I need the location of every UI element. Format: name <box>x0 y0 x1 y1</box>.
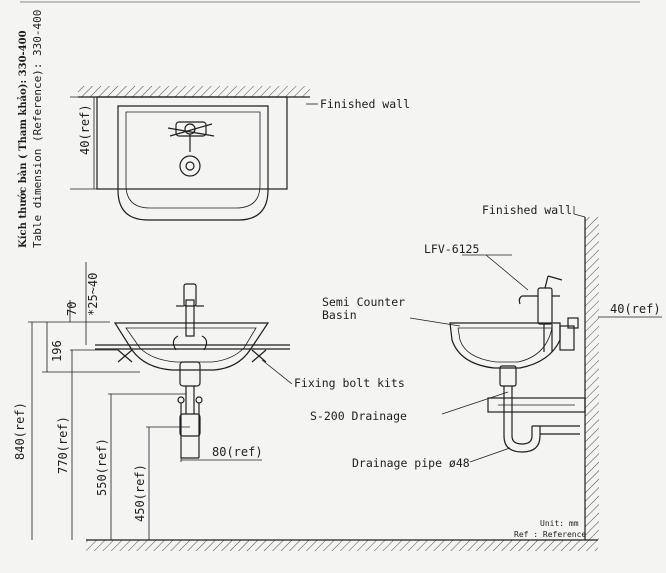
unit-note: Unit: mm <box>540 519 579 528</box>
side-basin <box>449 322 561 369</box>
side-dim-40: 40(ref) <box>610 302 661 316</box>
side-wall-hatch <box>585 217 599 540</box>
drainage-pipe-label: Drainage pipe ø48 <box>352 456 470 470</box>
top-finished-wall-label: Finished wall <box>320 97 410 111</box>
dim-196: 196 <box>50 340 64 362</box>
dim-80: 80(ref) <box>212 445 263 459</box>
side-finished-wall-label: Finished wall <box>482 203 572 217</box>
drainage-label: S-200 Drainage <box>310 409 407 423</box>
dim-840: 840(ref) <box>13 402 27 460</box>
faucet-model-label: LFV-6125 <box>424 242 479 256</box>
top-dim-40: 40(ref) <box>78 104 92 155</box>
side-view: Finished wall LFV-6125 <box>310 203 662 540</box>
top-wall-hatch <box>78 86 310 97</box>
top-faucet <box>167 121 215 177</box>
front-view: 840(ref) 770(ref) 550(ref) 450(ref) 196 … <box>13 262 598 551</box>
table-dimension-vn: Kích thước bàn ( Tham khảo): 330-400 <box>18 30 29 248</box>
top-basin-outline <box>96 96 288 190</box>
front-faucet <box>172 283 208 351</box>
basin-label-line1: Semi Counter <box>322 295 405 309</box>
fixing-bolt-label: Fixing bolt kits <box>294 376 405 390</box>
top-basin-bowl <box>117 105 269 221</box>
top-drain-circle <box>179 155 201 177</box>
top-view: 40(ref) Finished wall Kích thước bàn ( T… <box>18 10 410 248</box>
basin-label-line2: Basin <box>322 308 357 322</box>
dim-70: 70 <box>65 302 79 316</box>
floor-hatch <box>86 540 598 551</box>
table-dimension-en: Table dimension (Reference): 330-400 <box>31 10 44 248</box>
side-faucet <box>518 275 563 352</box>
front-basin <box>113 322 270 371</box>
dim-550: 550(ref) <box>95 438 109 496</box>
dim-770: 770(ref) <box>56 416 70 474</box>
dim-450: 450(ref) <box>133 464 147 522</box>
reference-note: Ref : Reference <box>514 530 586 539</box>
dim-25-40: *25~40 <box>86 273 100 316</box>
